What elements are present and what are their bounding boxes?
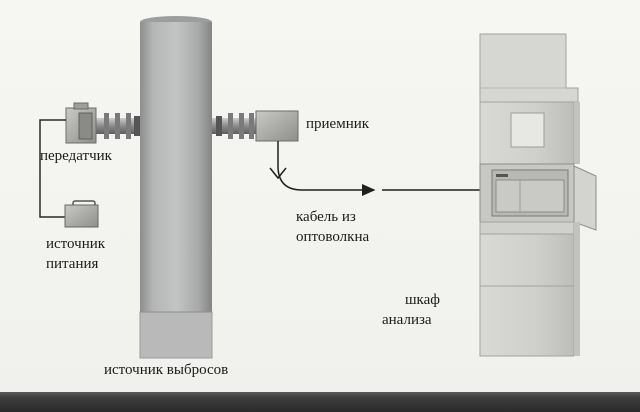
bottom-dark-strip [0, 392, 640, 412]
right-flange-icon [212, 113, 256, 139]
fiber-optic-cable [277, 141, 376, 196]
transmitter-label: передатчик [40, 148, 112, 164]
power-source-label-line2: питания [46, 256, 99, 272]
receiver-box-icon [255, 110, 299, 142]
power-source-label-line1: источник [46, 236, 106, 252]
cable-label-line2: оптоволкна [296, 229, 370, 245]
analysis-cabinet-icon [479, 33, 597, 357]
cabinet-label-line1: шкаф [405, 292, 440, 308]
emission-source-label: источник выбросов [104, 362, 229, 378]
power-cable [39, 119, 66, 218]
transmitter-box-icon [65, 102, 97, 144]
receiver-label: приемник [306, 116, 370, 132]
left-flange-icon [95, 113, 140, 139]
power-source-box-icon [64, 200, 99, 228]
cable-label-line1: кабель из [296, 209, 356, 225]
cabinet-label-line2: анализа [382, 312, 432, 328]
emission-stack-icon [139, 16, 213, 359]
